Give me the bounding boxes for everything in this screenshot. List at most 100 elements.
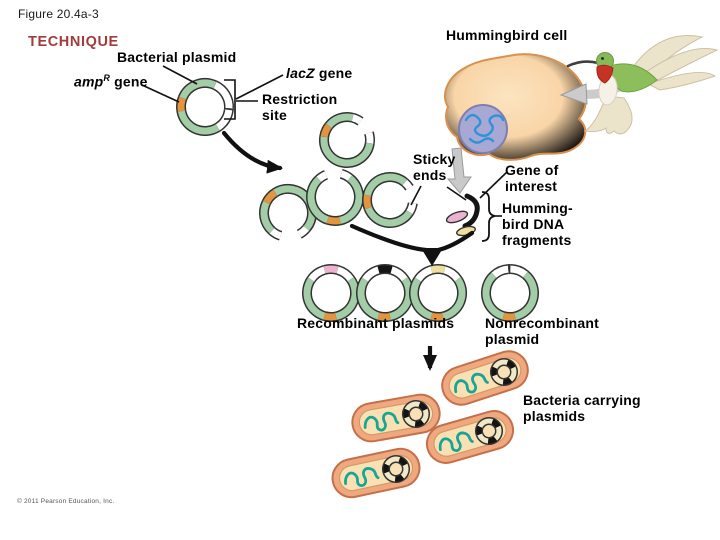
converge-arrow-right — [435, 230, 475, 253]
bacterium — [425, 410, 515, 464]
converge-arrow-left — [349, 223, 429, 253]
pointer-line-sticky-ends-left — [410, 185, 422, 206]
hummingbird-wing-feathers — [638, 47, 719, 81]
plasmid-segment — [477, 418, 494, 429]
bacterial-chromosome — [344, 467, 380, 487]
annotation-lines — [141, 65, 508, 242]
gene-of-interest-label: Gene of interest — [505, 162, 559, 194]
technique-heading: TECHNIQUE — [28, 34, 119, 50]
plasmid-segment — [335, 277, 359, 320]
plasmid-segment — [491, 366, 498, 377]
plasmid-segment — [398, 457, 408, 467]
nuclear-dna-squiggle — [464, 113, 505, 137]
lacz-gene-italic: lacZ — [286, 65, 315, 81]
restriction-site-label: Restriction site — [262, 91, 338, 123]
plasmid-segment — [363, 194, 372, 210]
hummingbird-eye — [601, 57, 604, 60]
plasmid-segment — [326, 216, 341, 225]
plasmid-segment — [365, 131, 374, 144]
plasmid-segment — [365, 206, 413, 227]
plasmid-segment — [364, 173, 408, 197]
pink-dna-fragment — [445, 210, 469, 224]
plasmid-segment — [487, 436, 498, 444]
converge-arrowhead — [421, 248, 443, 266]
amp-gene-rest: gene — [110, 73, 148, 90]
plasmid-segment — [418, 402, 428, 412]
plasmid-segment — [303, 277, 326, 320]
plasmid-rings-layer — [176, 77, 539, 484]
plasmid-segment — [179, 79, 217, 100]
plasmid-segment — [269, 228, 282, 240]
plasmid-segment — [414, 419, 425, 427]
plasmid-segment — [320, 123, 332, 138]
plasmid-segment — [351, 114, 363, 125]
plasmid-segment — [493, 425, 502, 441]
plasmid-segment — [415, 266, 433, 282]
plasmid-segment — [339, 175, 363, 224]
hummingbird — [566, 35, 719, 135]
nonrecombinant-plasmid-label: Nonrecombinant plasmid — [485, 315, 600, 347]
plasmid-segment — [510, 265, 528, 278]
plasmid-segment — [340, 170, 352, 181]
plasmid-segment — [443, 266, 461, 282]
plasmid-segment — [260, 200, 275, 234]
sticky-ends-label: Sticky ends — [413, 151, 456, 183]
plasmid-segment — [390, 266, 408, 282]
bacteria-carrying-plasmids-label: Bacteria carrying plasmids — [523, 392, 641, 424]
bacterium — [441, 350, 529, 406]
pointer-line-amp-gene — [141, 84, 180, 103]
amp-r-gene-label: ampR gene — [74, 73, 148, 91]
plasmid-segment — [508, 366, 517, 382]
plasmid-segment — [492, 374, 504, 385]
plasmid-segment — [430, 312, 444, 321]
amp-gene-superscript: R — [103, 73, 111, 83]
plasmid-segment — [492, 359, 509, 370]
fragments-brace — [481, 191, 496, 242]
plasmid-segment — [377, 265, 393, 274]
plasmid-segment — [307, 176, 329, 224]
plasmid-segment — [213, 82, 233, 109]
plasmid-segment — [402, 179, 413, 190]
cell-nucleus — [458, 104, 508, 154]
plasmid-segment — [442, 277, 466, 320]
plasmid-segment — [384, 456, 401, 467]
plasmid-segment — [383, 463, 390, 474]
plasmid-segment — [389, 277, 413, 320]
hummingbird-dna-fragments-label: Humming- bird DNA fragments — [502, 200, 573, 248]
plasmid-segment — [297, 226, 310, 238]
plasmid-segment — [336, 266, 354, 282]
figure-number: Figure 20.4a-3 — [18, 7, 99, 21]
gene-of-interest-fragment — [462, 193, 480, 229]
amp-gene-italic: amp — [74, 73, 104, 90]
lacz-gene-rest: gene — [314, 65, 353, 81]
plasmid-segment — [404, 401, 421, 412]
restriction-site-bracket — [224, 79, 236, 120]
plasmid-segment — [323, 312, 337, 321]
plasmid-segment — [420, 408, 429, 424]
lacz-gene-label: lacZ gene — [286, 65, 353, 82]
pointer-line-bacterial-plasmid — [162, 65, 198, 85]
plasmid-segment — [491, 419, 501, 429]
plasmid-segment — [506, 360, 516, 370]
plasmid-segment — [403, 408, 410, 419]
plasmid-segment — [477, 433, 489, 444]
plasmid-segment — [263, 189, 278, 205]
plasmid-segment — [502, 377, 513, 385]
plasmid-segment — [400, 463, 409, 479]
pointer-line-lacz-gene — [235, 74, 284, 100]
plasmid-segment — [357, 277, 380, 320]
plasmid-segment — [323, 265, 339, 274]
dna-release-arrow — [446, 147, 472, 194]
nuclear-dna-squiggle-2 — [468, 137, 495, 144]
plasmid-segment — [502, 312, 516, 321]
bacterial-chromosome — [438, 431, 474, 452]
plasmid-segment — [430, 265, 446, 274]
plasmid-segment — [177, 110, 220, 135]
bacterial-plasmid-label: Bacterial plasmid — [117, 49, 237, 65]
process-arrows — [221, 130, 475, 371]
plasmid-segment — [326, 113, 354, 129]
recombinant-plasmids-label: Recombinant plasmids — [297, 315, 455, 331]
pointer-line-gene-of-interest — [479, 171, 508, 199]
